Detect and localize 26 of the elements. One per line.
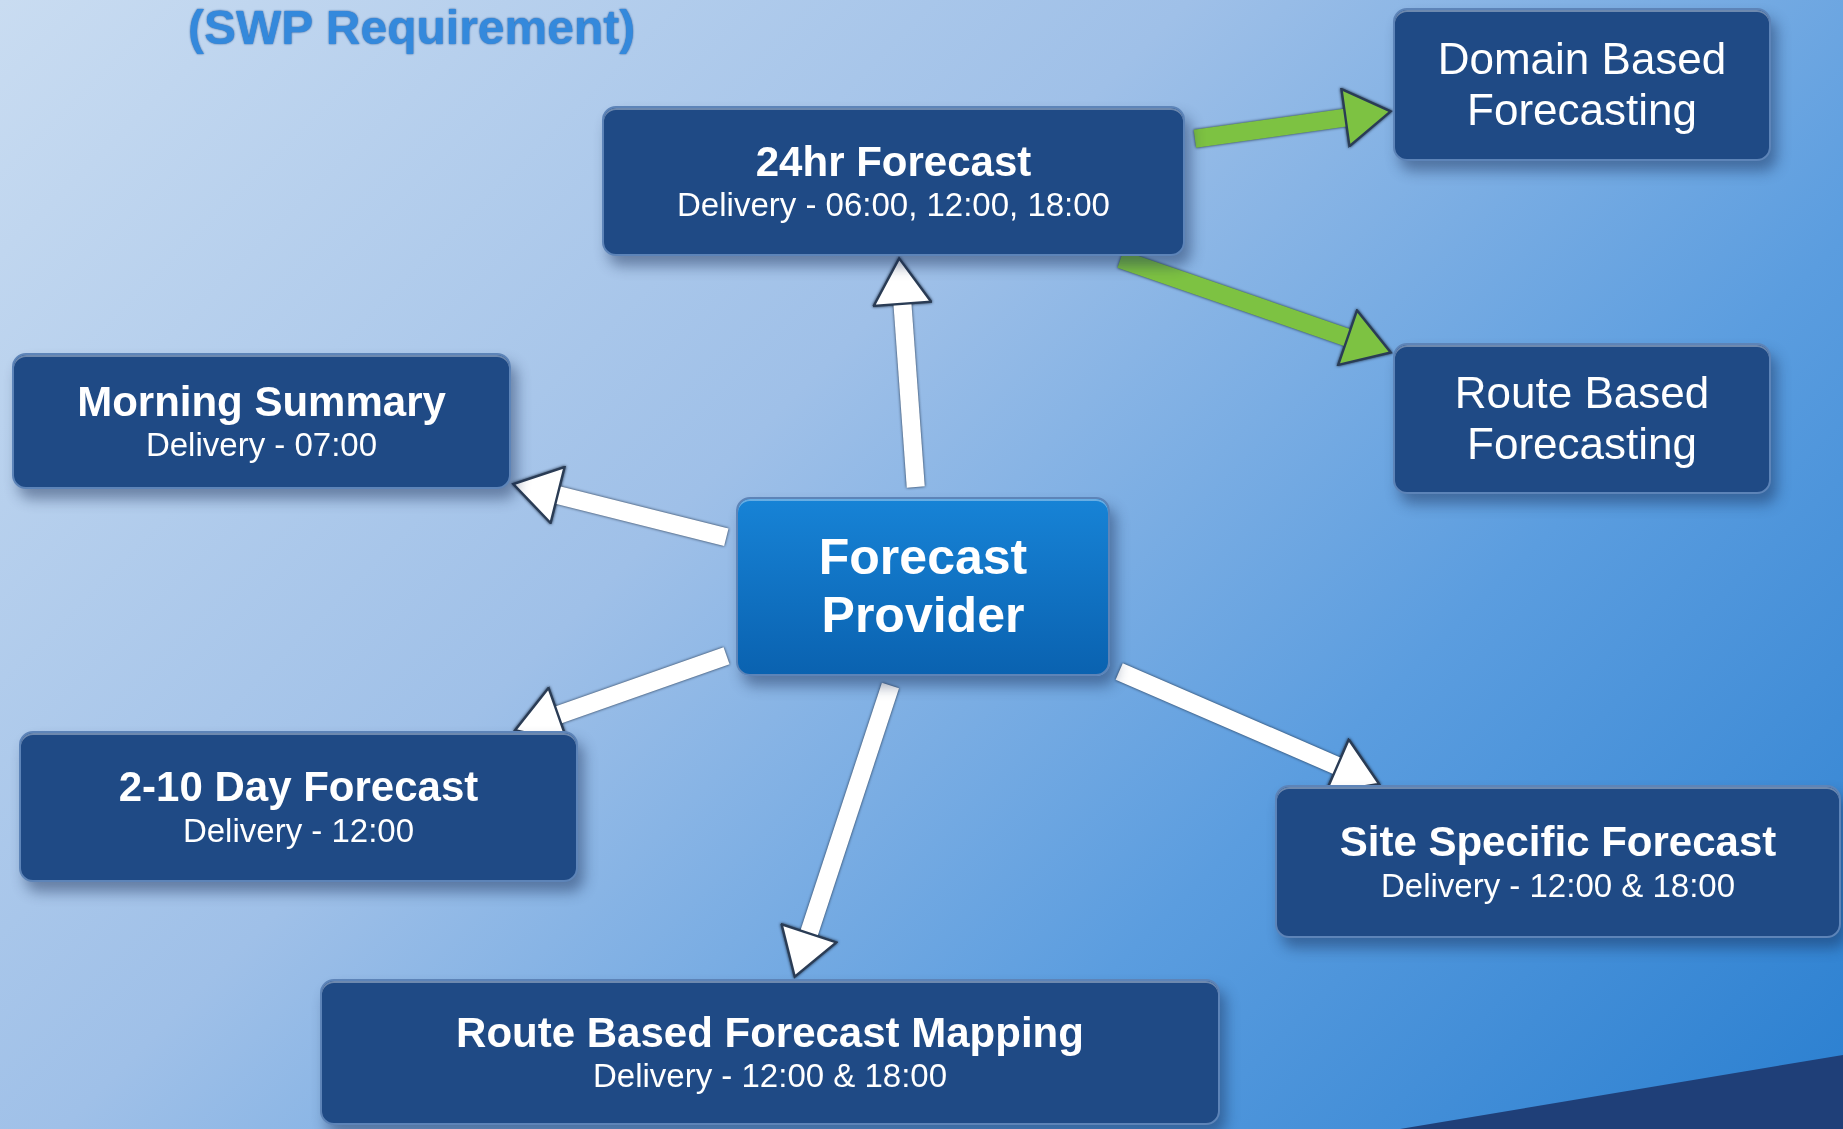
node-title: 24hr Forecast [755, 137, 1032, 187]
process-box [320, 979, 1220, 1125]
block-arrow [872, 257, 933, 488]
node-title: Domain Based Forecasting [1436, 33, 1728, 136]
heading: (SWP Requirement) [188, 0, 636, 55]
node-title: Morning Summary [77, 377, 446, 427]
center-box [736, 497, 1110, 676]
delivery-time: Delivery - 12:00 [182, 811, 415, 850]
delivery-time: Delivery - 07:00 [145, 426, 378, 465]
process-box [602, 106, 1185, 256]
delivery-time: Delivery - 12:00 & 18:00 [593, 1057, 947, 1096]
delivery-time: Delivery - 06:00, 12:00, 18:00 [677, 186, 1110, 225]
node-title: Route Based Forecast Mapping [456, 1008, 1084, 1058]
block-arrow [780, 682, 899, 978]
process-box [1393, 8, 1771, 161]
node-title: Site Specific Forecast [1339, 818, 1777, 867]
node-title: Route Based Forecasting [1453, 367, 1711, 470]
block-arrow [1193, 87, 1392, 148]
node-title: 2-10 Day Forecast [118, 763, 479, 812]
process-box [1393, 343, 1771, 494]
process-box [19, 731, 578, 882]
process-box [12, 353, 511, 489]
delivery-time: Delivery - 12:00 & 18:00 [1381, 866, 1735, 905]
node-title: Forecast Provider [817, 529, 1029, 644]
block-arrow [512, 465, 729, 546]
process-box [1275, 785, 1841, 938]
